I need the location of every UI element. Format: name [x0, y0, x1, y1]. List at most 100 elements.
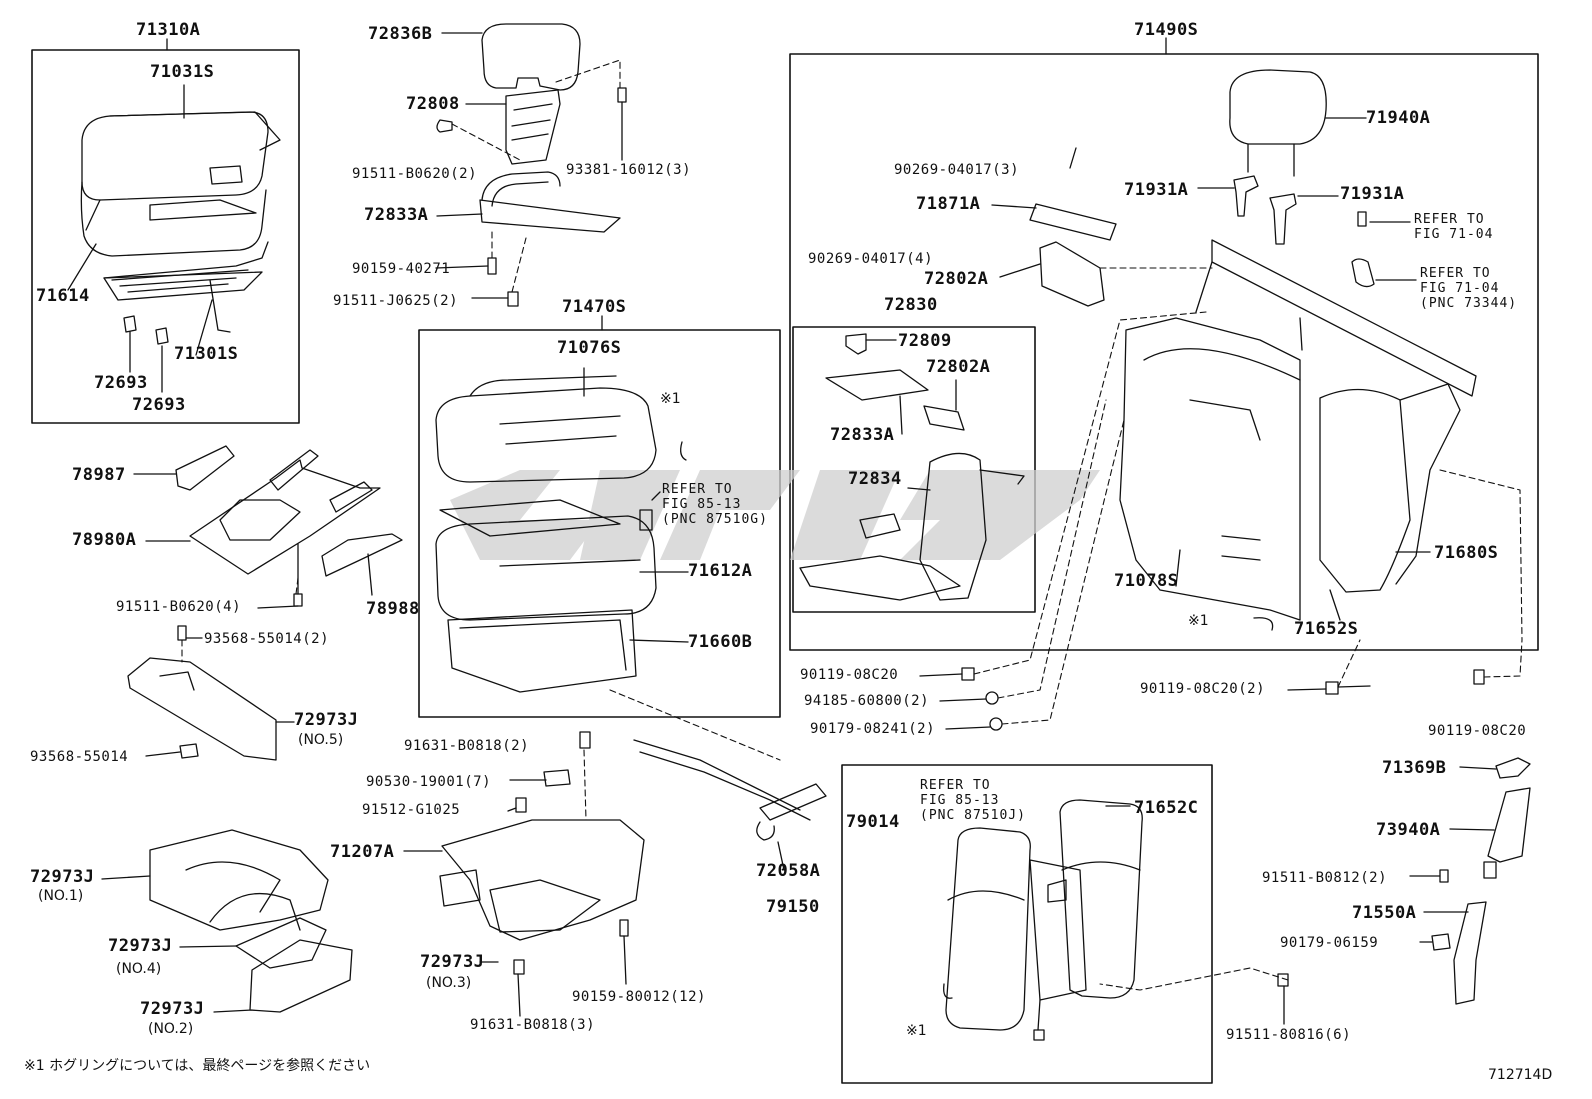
- harness-72058A-drawing: [633, 739, 827, 871]
- part-label: 71652C: [1134, 798, 1199, 818]
- part-label: 79150: [766, 897, 820, 917]
- part-label: 71470S: [562, 297, 627, 317]
- part-label: 71652S: [1294, 619, 1359, 639]
- part-label: 71940A: [1366, 108, 1431, 128]
- part-label: 71931A: [1340, 184, 1405, 204]
- part-label: 91511-B0620(2): [352, 166, 478, 182]
- part-label: 71680S: [1434, 543, 1499, 563]
- box-71310A: [31, 49, 300, 424]
- part-label: 71614: [36, 286, 90, 306]
- part-label: 72833A: [830, 425, 895, 445]
- seat-track-trim-drawing: [127, 445, 403, 761]
- part-label: 72802A: [926, 357, 991, 377]
- part-label: 93568-55014(2): [204, 631, 330, 647]
- part-sub-label: (NO.4): [116, 961, 162, 977]
- part-sub-label: (NO.5): [298, 732, 344, 748]
- part-label: 90119-08C20: [800, 667, 899, 683]
- part-sub-label: (NO.2): [148, 1021, 194, 1037]
- part-label: 90530-19001(7): [366, 774, 492, 790]
- part-label: 94185-60800(2): [804, 693, 930, 709]
- hog-ring-mark: ※1: [1188, 613, 1209, 629]
- part-label: 90159-40271: [352, 261, 451, 277]
- part-label: 79014: [846, 812, 900, 832]
- part-label: 71612A: [688, 561, 753, 581]
- part-label: 91511-J0625(2): [333, 293, 459, 309]
- seat-cushion-71310A-drawing: [67, 84, 281, 393]
- part-label: 71931A: [1124, 180, 1189, 200]
- part-label: 72834: [848, 469, 902, 489]
- part-label: 72973J: [294, 710, 359, 730]
- hog-ring-mark: ※1: [906, 1023, 927, 1039]
- seat-belt-drawing: [1287, 669, 1531, 1005]
- hog-ring-mark: ※1: [660, 391, 681, 407]
- reference-note: REFER TO FIG 85-13 (PNC 87510G): [662, 482, 768, 527]
- box-71470S: [418, 329, 781, 718]
- fasteners-drawing: [919, 667, 1441, 1025]
- dashed-leaders: [181, 59, 1523, 991]
- part-label: 90269-04017(4): [808, 251, 934, 267]
- watermark: [450, 470, 1100, 560]
- part-label: 71310A: [136, 20, 201, 40]
- part-label: 91631-B0818(3): [470, 1017, 596, 1033]
- part-label: 72836B: [368, 24, 433, 44]
- part-label: 72973J: [140, 999, 205, 1019]
- part-label: 72808: [406, 94, 460, 114]
- seat-cushion-71470S-drawing: [435, 367, 689, 693]
- part-label: 72833A: [364, 205, 429, 225]
- part-label: 71076S: [557, 338, 622, 358]
- part-label: 93381-16012(3): [566, 162, 692, 178]
- part-label: 91511-80816(6): [1226, 1027, 1352, 1043]
- part-label: 91512-G1025: [362, 802, 461, 818]
- part-label: 72693: [94, 373, 148, 393]
- seat-frame-71207A-drawing: [403, 731, 645, 1017]
- diagram-code: 712714D: [1488, 1067, 1553, 1083]
- part-label: 71490S: [1134, 20, 1199, 40]
- footnote: ※1 ホグリングについては、最終ページを参照ください: [24, 1058, 371, 1074]
- part-label: 90269-04017(3): [894, 162, 1020, 178]
- part-label: 71369B: [1382, 758, 1447, 778]
- reference-note: REFER TO FIG 71-04: [1414, 212, 1494, 242]
- part-label: 91631-B0818(2): [404, 738, 530, 754]
- part-label: 71078S: [1114, 571, 1179, 591]
- part-label: 73940A: [1376, 820, 1441, 840]
- box-71490S: [789, 53, 1539, 651]
- part-label: 72973J: [108, 936, 173, 956]
- part-label: 91511-B0620(4): [116, 599, 242, 615]
- part-label: 78980A: [72, 530, 137, 550]
- trim-panels-72973J-drawing: [101, 829, 353, 1013]
- part-label: 72058A: [756, 861, 821, 881]
- part-label: 72693: [132, 395, 186, 415]
- part-label: 90119-08C20: [1428, 723, 1527, 739]
- part-sub-label: (NO.1): [38, 888, 84, 904]
- part-label: 90179-06159: [1280, 935, 1379, 951]
- part-label: 72830: [884, 295, 938, 315]
- part-label: 93568-55014: [30, 749, 129, 765]
- part-label: 72802A: [924, 269, 989, 289]
- headrest-mount-drawing: [435, 23, 627, 307]
- reference-note: REFER TO FIG 71-04 (PNC 73344): [1420, 266, 1518, 311]
- part-label: 90179-08241(2): [810, 721, 936, 737]
- part-label: 91511-B0812(2): [1262, 870, 1388, 886]
- part-label: 71031S: [150, 62, 215, 82]
- part-sub-label: (NO.3): [426, 975, 472, 991]
- part-label: 71660B: [688, 632, 753, 652]
- part-label: 71871A: [916, 194, 981, 214]
- part-label: 71207A: [330, 842, 395, 862]
- part-label: 90119-08C20(2): [1140, 681, 1266, 697]
- seat-back-79150-drawing: [943, 799, 1143, 1041]
- box-72830: [792, 326, 1036, 613]
- 72830-parts-drawing: [799, 333, 1025, 601]
- part-label: 71301S: [174, 344, 239, 364]
- part-label: 72809: [898, 331, 952, 351]
- seat-back-71490S-drawing: [991, 69, 1477, 631]
- part-label: 78987: [72, 465, 126, 485]
- part-label: 72973J: [30, 867, 95, 887]
- part-label: 71550A: [1352, 903, 1417, 923]
- part-label: 72973J: [420, 952, 485, 972]
- reference-note: REFER TO FIG 85-13 (PNC 87510J): [920, 778, 1026, 823]
- part-label: 78988: [366, 599, 420, 619]
- box-79150: [841, 764, 1213, 1084]
- part-label: 90159-80012(12): [572, 989, 706, 1005]
